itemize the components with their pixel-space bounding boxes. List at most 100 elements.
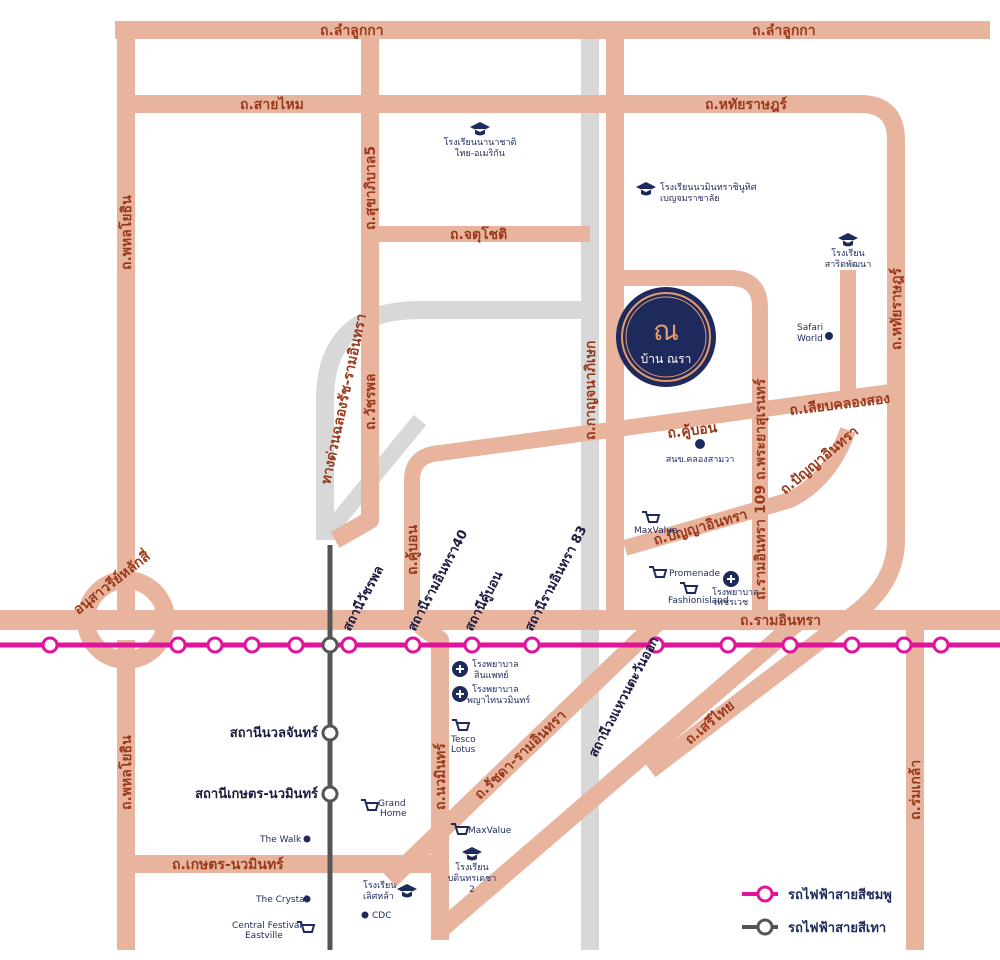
project-logo[interactable]: ณ บ้าน ณรา [616,287,716,387]
pink-line-station-marker[interactable] [523,636,541,654]
poi-label: พญาไทนวมินทร์ [467,694,530,706]
poi-hospital-phetwech: โรงพยาบาล เพชรเวช [712,571,759,608]
poi-tesco-lotus: Tesco Lotus [450,719,476,755]
pink-line-station-marker[interactable] [41,636,59,654]
pink-line-station-marker[interactable] [463,636,481,654]
logo-gold-ring [621,292,711,382]
poi-label: Lotus [451,745,476,755]
dot-icon [303,835,311,843]
poi-school-intl: โรงเรียนนานาชาติ ไทย-อเมริกัน [444,122,517,159]
poi-label: บดินทรเดชา [448,873,497,884]
pink-line-station-marker[interactable] [169,636,187,654]
poi-label: เบญจมราชาลัย [660,194,720,204]
grey-line-station-marker[interactable] [321,724,339,742]
pink-line-station-marker[interactable] [340,636,358,654]
pink-line-stations [41,636,950,654]
label-phahonyothin-south: ถ.พหลโยธิน [117,735,135,810]
label-khubon-diag: ถ.คู้บอน [667,420,719,442]
dot-icon [361,911,369,919]
rail-lines [0,545,1000,950]
poi-hospital-nawamin: โรงพยาบาล พญาไทนวมินทร์ [452,684,530,706]
poi-label: Home [380,809,407,819]
legend-pink-label: รถไฟฟ้าสายสีชมพู [788,886,892,903]
shopping-cart-icon [297,921,316,933]
logo-outer-ring [616,287,716,387]
station-kaset-nawamin[interactable]: สถานีเกษตร-นวมินทร์ [195,786,318,802]
pink-line-station-marker[interactable] [206,636,224,654]
label-phahonyothin-north: ถ.พหลโยธิน [117,195,135,270]
points-of-interest: โรงเรียนนานาชาติ ไทย-อเมริกัน โรงเรียนนว… [232,122,871,941]
pink-line-station-marker[interactable] [321,636,339,654]
poi-safari-world: Safari World [797,323,833,344]
poi-label: โรงเรียน [831,248,864,259]
shopping-cart-icon [649,566,668,578]
poi-label: Safari [797,323,823,333]
poi-label: The Crystal [255,895,307,905]
poi-label: Eastville [245,931,283,941]
poi-label: Tesco [450,735,476,745]
station-nuanchan[interactable]: สถานีนวลจันทร์ [230,725,318,741]
pink-line-station-marker[interactable] [719,636,737,654]
poi-label: โรงเรียนนานาชาติ [444,137,517,148]
graduation-cap-icon [462,847,482,861]
label-romklao: ถ.ร่มเกล้า [908,760,924,820]
poi-label: Grand [378,799,406,809]
road-serithai-diag [434,613,806,937]
pink-line-station-marker[interactable] [647,636,665,654]
logo-mark: ณ [653,314,679,347]
poi-school-lertla: โรงเรียน เลิศหล้า [363,880,417,902]
dot-icon [695,439,705,449]
grey-line-station-marker[interactable] [321,785,339,803]
poi-cdc: CDC [361,911,392,921]
expressway-chalong-rat [316,301,590,540]
poi-maxvalue-top: MaxValue [634,511,678,536]
label-lamlukka-east: ถ.ลำลูกกา [752,23,816,39]
shopping-cart-icon [451,823,470,835]
poi-fashionisland: Fashionisland [668,582,729,606]
road-ratchada-ramindra [383,613,667,887]
label-kaset-nawamin: ถ.เกษตร-นวมินทร์ [172,856,284,873]
pink-line-station-marker[interactable] [895,636,913,654]
poi-label: สาริตพัฒนา [825,259,872,270]
label-chatuchot: ถ.จตุโชติ [450,225,507,243]
road-khubon [404,384,892,620]
roads [0,21,1000,950]
plus-cross-glyph [456,690,464,698]
label-kanchanaphisek: ถ.กาญจนาภิเษก [583,341,599,440]
graduation-cap-icon [470,122,490,136]
poi-label: โรงพยาบาล [472,659,519,670]
poi-grand-home: Grand Home [361,799,407,819]
plus-cross-glyph [727,575,735,583]
pink-line-station-marker[interactable] [932,636,950,654]
label-nawamin: ถ.นวมินทร์ [432,743,449,810]
label-lamlukka-west: ถ.ลำลูกกา [320,23,384,39]
road-panya-indra [622,427,856,556]
poi-school-bodin: โรงเรียน บดินทรเดชา 2 [448,847,497,895]
label-ramindra109: ถ.รามอินทรา 109 ถ.พระยาสุเรนทร์ [752,378,769,600]
poi-label: Central Festival [232,921,302,931]
poi-school-nawamin: โรงเรียนนวมินทราชินูทิศ เบญจมราชาลัย [636,182,757,204]
poi-central-eastville: Central Festival Eastville [232,921,316,941]
poi-label: เพชรเวช [714,598,748,608]
poi-label: World [797,334,823,344]
pink-line-station-marker[interactable] [243,636,261,654]
poi-label: สินแพทย์ [474,669,509,681]
graduation-cap-icon [397,884,417,898]
lak-si-roundabout [77,571,175,669]
label-watcharaphon: ถ.วัชรพล [363,374,379,431]
label-ramindra: ถ.รามอินทรา [740,613,821,629]
pink-line-station-marker[interactable] [404,636,422,654]
pink-line-station-marker[interactable] [287,636,305,654]
shopping-cart-icon [361,799,380,811]
label-saimai: ถ.สายไหม [240,95,304,113]
legend-grey-label: รถไฟฟ้าสายสีเทา [788,919,886,936]
graduation-cap-icon [636,182,656,196]
poi-maxvalue-bottom: MaxValue [451,823,512,836]
paw-icon [825,332,833,340]
shopping-cart-icon [680,582,699,594]
poi-label: The Walk [259,835,302,845]
poi-label: โรงพยาบาล [472,684,519,695]
pink-line-station-marker[interactable] [843,636,861,654]
pink-line-station-marker[interactable] [781,636,799,654]
legend-pink-station [756,885,774,903]
